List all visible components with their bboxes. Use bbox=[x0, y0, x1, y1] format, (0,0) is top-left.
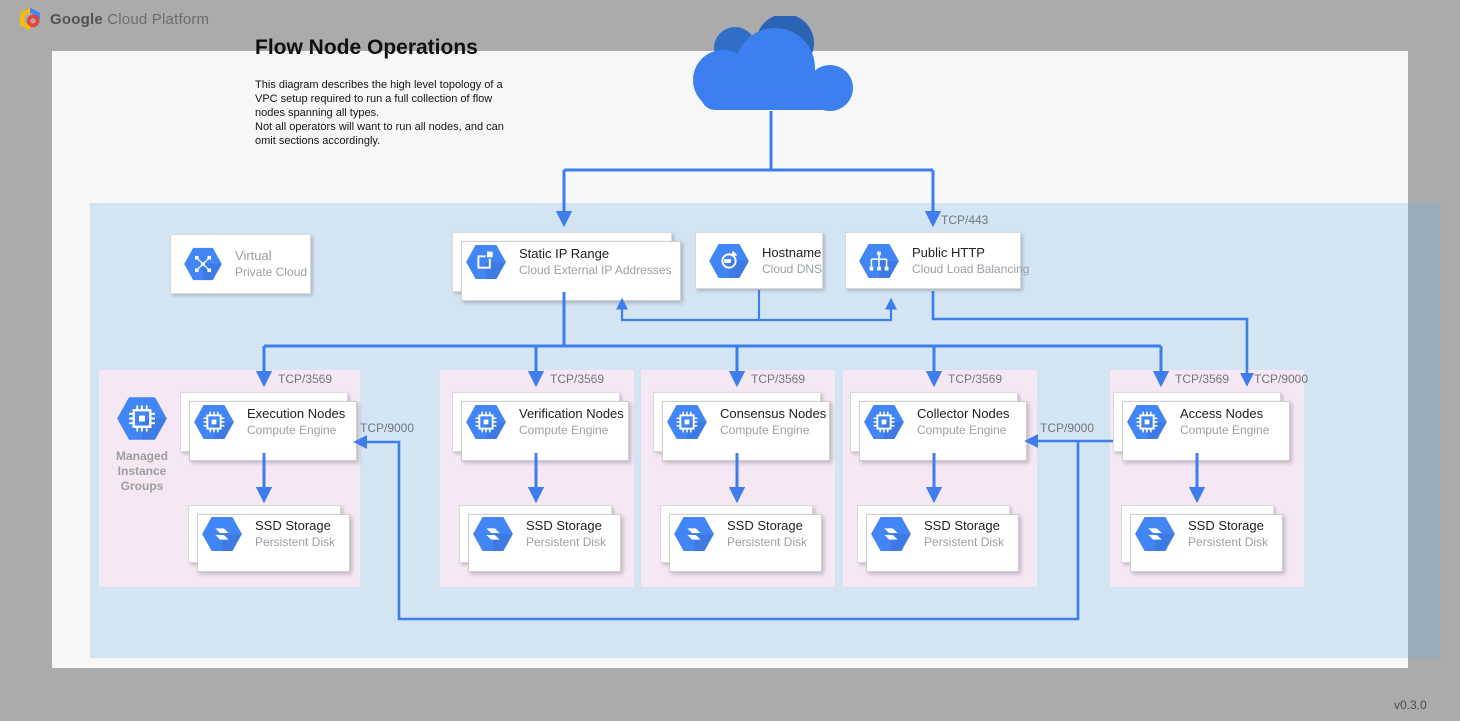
brand-google: Google bbox=[50, 11, 103, 28]
collector-nodes-title: Collector Nodes bbox=[917, 406, 1010, 421]
brand-cloud-platform: Cloud Platform bbox=[102, 11, 210, 28]
page-title: Flow Node Operations bbox=[255, 36, 478, 59]
vpc-subtitle: Private Cloud bbox=[235, 265, 308, 279]
port-label-tcp3569-collector: TCP/3569 bbox=[948, 372, 1003, 386]
execution-nodes-subtitle: Compute Engine bbox=[247, 423, 337, 437]
static-ip-subtitle: Cloud External IP Addresses bbox=[519, 263, 672, 277]
ssd-title: SSD Storage bbox=[727, 518, 803, 533]
compute-engine-icon bbox=[465, 404, 507, 440]
public-http-subtitle: Cloud Load Balancing bbox=[912, 261, 1030, 276]
execution-ssd-card: SSD Storage Persistent Disk bbox=[188, 505, 350, 572]
load-balancer-icon bbox=[858, 243, 900, 279]
port-label-tcp3569-access: TCP/3569 bbox=[1175, 372, 1230, 386]
hostname-subtitle: Cloud DNS bbox=[762, 261, 823, 276]
brand-title: Google Cloud Platform bbox=[50, 11, 209, 28]
vpc-card: Virtual Private Cloud bbox=[170, 234, 311, 294]
port-label-tcp9000-access: TCP/9000 bbox=[1254, 372, 1309, 386]
collector-ssd-card: SSD Storage Persistent Disk bbox=[857, 505, 1019, 572]
consensus-nodes-title: Consensus Nodes bbox=[720, 406, 827, 421]
external-ip-icon bbox=[465, 244, 507, 280]
consensus-nodes-subtitle: Compute Engine bbox=[720, 423, 810, 437]
port-label-tcp3569-consensus: TCP/3569 bbox=[751, 372, 806, 386]
compute-engine-icon bbox=[1126, 404, 1168, 440]
port-label-tcp9000-execution: TCP/9000 bbox=[360, 421, 415, 435]
vpc-title: Virtual bbox=[235, 248, 272, 263]
compute-engine-icon bbox=[193, 404, 235, 440]
ssd-subtitle: Persistent Disk bbox=[924, 535, 1005, 549]
verification-nodes-card: Verification Nodes Compute Engine bbox=[452, 392, 629, 461]
page-description: This diagram describes the high level to… bbox=[255, 79, 504, 147]
access-nodes-card: Access Nodes Compute Engine bbox=[1113, 392, 1290, 461]
managed-instance-groups-icon bbox=[116, 396, 168, 441]
ssd-title: SSD Storage bbox=[526, 518, 602, 533]
hostname-card: Hostname Cloud DNS bbox=[695, 232, 823, 289]
access-nodes-subtitle: Compute Engine bbox=[1180, 423, 1270, 437]
verification-nodes-title: Verification Nodes bbox=[519, 406, 624, 421]
public-http-title: Public HTTP bbox=[912, 244, 985, 260]
ssd-subtitle: Persistent Disk bbox=[526, 535, 607, 549]
persistent-disk-icon bbox=[472, 516, 514, 552]
persistent-disk-icon bbox=[201, 516, 243, 552]
google-cloud-logo-icon bbox=[20, 7, 40, 31]
vpc-icon bbox=[183, 247, 223, 281]
port-label-tcp9000-collector: TCP/9000 bbox=[1040, 421, 1095, 435]
persistent-disk-icon bbox=[1134, 516, 1176, 552]
consensus-nodes-card: Consensus Nodes Compute Engine bbox=[653, 392, 830, 461]
compute-engine-icon bbox=[863, 404, 905, 440]
ssd-title: SSD Storage bbox=[1188, 518, 1264, 533]
ssd-subtitle: Persistent Disk bbox=[727, 535, 808, 549]
execution-nodes-title: Execution Nodes bbox=[247, 406, 346, 421]
public-http-card: Public HTTP Cloud Load Balancing bbox=[845, 232, 1029, 289]
compute-engine-icon bbox=[666, 404, 708, 440]
access-nodes-title: Access Nodes bbox=[1180, 406, 1264, 421]
cloud-dns-icon bbox=[708, 243, 750, 279]
collector-nodes-card: Collector Nodes Compute Engine bbox=[850, 392, 1027, 461]
port-label-tcp3569-verification: TCP/3569 bbox=[550, 372, 605, 386]
hostname-title: Hostname bbox=[762, 244, 822, 260]
ssd-title: SSD Storage bbox=[924, 518, 1000, 533]
static-ip-card: Static IP Range Cloud External IP Addres… bbox=[452, 232, 681, 301]
ssd-subtitle: Persistent Disk bbox=[1188, 535, 1269, 549]
persistent-disk-icon bbox=[673, 516, 715, 552]
ssd-subtitle: Persistent Disk bbox=[255, 535, 336, 549]
execution-nodes-card: Execution Nodes Compute Engine bbox=[180, 392, 357, 461]
port-label-tcp443: TCP/443 bbox=[941, 213, 989, 227]
ssd-title: SSD Storage bbox=[255, 518, 331, 533]
consensus-ssd-card: SSD Storage Persistent Disk bbox=[660, 505, 822, 572]
version-label: v0.3.0 bbox=[1394, 698, 1427, 712]
access-ssd-card: SSD Storage Persistent Disk bbox=[1121, 505, 1283, 572]
persistent-disk-icon bbox=[870, 516, 912, 552]
collector-nodes-subtitle: Compute Engine bbox=[917, 423, 1007, 437]
verification-nodes-subtitle: Compute Engine bbox=[519, 423, 609, 437]
managed-instance-groups-label: Managed Instance Groups bbox=[115, 449, 168, 493]
verification-ssd-card: SSD Storage Persistent Disk bbox=[459, 505, 621, 572]
internet-cloud-icon bbox=[693, 16, 853, 111]
port-label-tcp3569-execution: TCP/3569 bbox=[278, 372, 333, 386]
static-ip-title: Static IP Range bbox=[519, 246, 610, 261]
